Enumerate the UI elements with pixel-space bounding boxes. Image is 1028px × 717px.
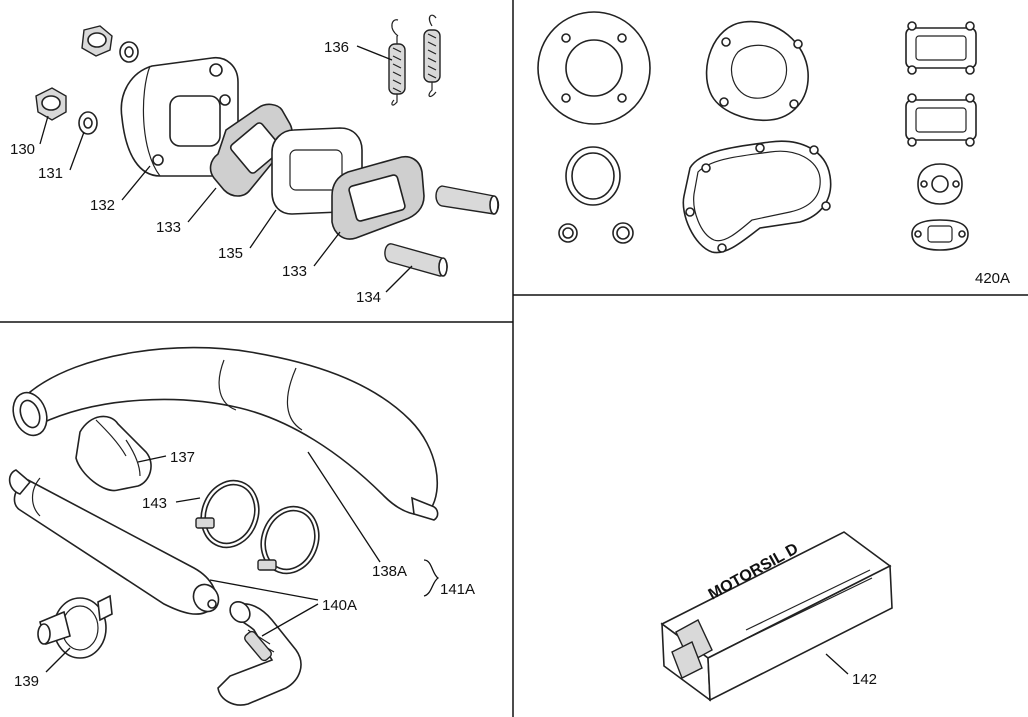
clamp-bracket-137 <box>75 415 152 492</box>
label-143: 143 <box>142 495 167 512</box>
seal-small-left <box>558 223 578 243</box>
tail-pipe-140A <box>217 600 302 706</box>
stud-134 <box>384 243 448 277</box>
muffler-cap-139 <box>37 594 113 659</box>
spring-136-left <box>388 19 406 106</box>
gasket-kit-panel <box>537 11 977 254</box>
washer-131 <box>78 111 98 135</box>
sealant-box-142 <box>660 531 893 702</box>
stud-upper <box>435 185 500 215</box>
cylinder-head-gasket <box>537 11 651 125</box>
label-142: 142 <box>852 671 877 688</box>
gasket-133-left <box>209 103 293 197</box>
label-132: 132 <box>90 197 115 214</box>
spring-136-right <box>423 14 441 98</box>
o-ring-large <box>565 146 621 206</box>
label-140A: 140A <box>322 597 357 614</box>
silencer-140A <box>8 469 220 615</box>
exhaust-panel <box>8 346 440 706</box>
label-130: 130 <box>10 141 35 158</box>
hose-clamp-143-left <box>195 479 260 549</box>
nut-130 <box>35 87 67 121</box>
washer-upper <box>119 41 139 63</box>
expansion-chamber-138A <box>12 346 439 521</box>
label-420A: 420A <box>975 270 1010 287</box>
hose-clamp-143-right <box>257 505 320 575</box>
label-134: 134 <box>356 289 381 306</box>
intake-parts-panel <box>35 14 500 293</box>
label-136: 136 <box>324 39 349 56</box>
label-137: 137 <box>170 449 195 466</box>
cylinder-base-gasket <box>705 20 809 122</box>
seal-small-right <box>612 222 634 244</box>
part-labels: 130 131 132 133 135 133 134 136 420A 137… <box>10 39 1010 690</box>
nut-upper <box>81 25 113 57</box>
reed-gasket-upper <box>905 21 977 75</box>
label-139: 139 <box>14 673 39 690</box>
small-flange-gasket <box>911 219 969 251</box>
gasket-133-right <box>331 156 425 240</box>
crankcase-gasket <box>682 140 832 254</box>
label-131: 131 <box>38 165 63 182</box>
label-141A: 141A <box>440 581 475 598</box>
reed-gasket-lower <box>905 93 977 147</box>
label-133-right: 133 <box>282 263 307 280</box>
label-133-left: 133 <box>156 219 181 236</box>
exhaust-flange-gasket <box>917 163 963 205</box>
label-135: 135 <box>218 245 243 262</box>
label-138A: 138A <box>372 563 407 580</box>
